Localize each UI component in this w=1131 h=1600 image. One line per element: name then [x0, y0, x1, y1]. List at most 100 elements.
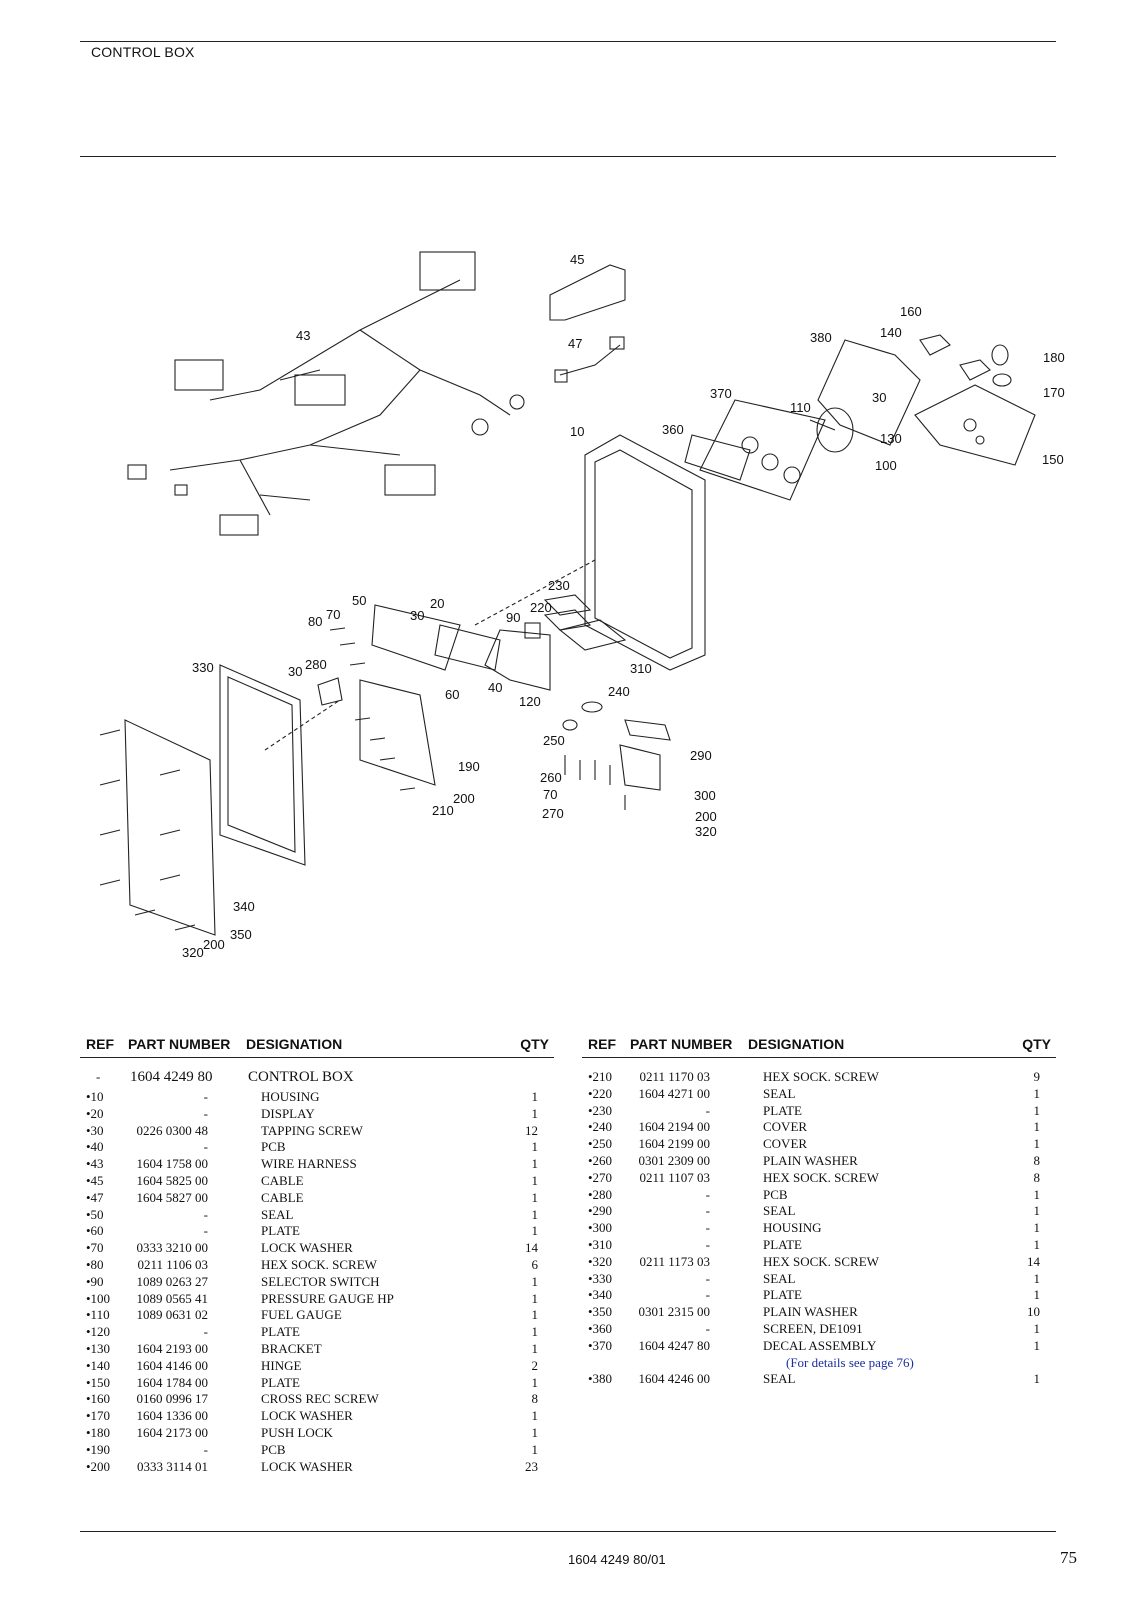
qty-cell: 14 — [1027, 1253, 1040, 1269]
part-number-cell: 0333 3114 01 — [136, 1458, 208, 1474]
qty-cell: 1 — [1033, 1203, 1041, 1219]
designation-cell: LOCK WASHER — [261, 1240, 353, 1256]
qty-cell: 1 — [531, 1341, 539, 1356]
designation-cell: PCB — [261, 1139, 286, 1155]
ref-cell: •40 — [86, 1139, 104, 1155]
part-number-cell: 1089 0565 41 — [136, 1290, 209, 1306]
qty-cell: 1 — [1033, 1102, 1041, 1118]
callout-label: 50 — [352, 593, 366, 608]
part-number-cell: 1604 4249 80 — [130, 1069, 213, 1085]
designation-cell: CABLE — [261, 1173, 304, 1188]
part-number-cell: 1604 4271 00 — [638, 1085, 711, 1101]
page-number: 75 — [1060, 1548, 1077, 1567]
callout-label: 230 — [548, 578, 570, 593]
designation-cell: TAPPING SCREW — [261, 1122, 363, 1138]
callout-label: 110 — [790, 400, 811, 415]
callout-label: 220 — [530, 600, 552, 615]
designation-cell: PLATE — [261, 1324, 300, 1340]
ref-cell: - — [96, 1069, 101, 1084]
qty-cell: 8 — [1033, 1169, 1041, 1185]
qty-cell: 1 — [1033, 1371, 1041, 1387]
part-number-cell: 0226 0300 48 — [136, 1122, 209, 1138]
parts-table-left: REF PART NUMBER DESIGNATION QTY - 1604 4… — [80, 1036, 556, 1496]
part-number-cell: - — [203, 1223, 208, 1239]
qty-cell: 1 — [531, 1206, 539, 1222]
part-number-cell: 1604 2173 00 — [136, 1425, 209, 1440]
callout-label: 30 — [410, 608, 424, 623]
callout-label: 370 — [710, 386, 732, 401]
part-number-cell: 1089 0631 02 — [136, 1307, 209, 1323]
section-title: CONTROL BOX — [91, 44, 195, 60]
part-number-cell: 1604 4247 80 — [638, 1337, 711, 1353]
callout-label: 100 — [875, 458, 897, 473]
qty-cell: 1 — [531, 1441, 539, 1457]
callout-label: 70 — [543, 787, 557, 802]
qty-cell: 2 — [531, 1357, 539, 1373]
qty-cell: 1 — [1033, 1337, 1041, 1353]
ref-cell: •330 — [588, 1270, 613, 1286]
callout-label: 43 — [296, 328, 310, 343]
designation-cell: SEAL — [763, 1371, 796, 1387]
ref-cell: •20 — [86, 1105, 104, 1121]
ref-cell: •250 — [588, 1136, 613, 1152]
callout-label: 160 — [900, 304, 922, 319]
part-number-cell: 1604 4146 00 — [136, 1357, 209, 1373]
part-number-cell: - — [705, 1287, 710, 1303]
part-number-cell: 0211 1170 03 — [639, 1069, 710, 1084]
qty-cell: 1 — [1033, 1119, 1041, 1135]
col-header-part-number: PART NUMBER — [630, 1036, 733, 1052]
part-number-cell: - — [203, 1206, 208, 1222]
ref-cell: •130 — [86, 1341, 111, 1356]
designation-cell: PLATE — [763, 1287, 802, 1303]
designation-cell: CROSS REC SCREW — [261, 1391, 379, 1407]
designation-cell: DECAL ASSEMBLY — [763, 1337, 877, 1353]
callout-label: 250 — [543, 733, 565, 748]
callout-label: 140 — [880, 325, 902, 340]
callout-label: 180 — [1043, 350, 1065, 365]
ref-cell: •10 — [86, 1089, 104, 1104]
callout-label: 260 — [540, 770, 562, 785]
qty-cell: 1 — [1033, 1085, 1041, 1101]
callout-label: 90 — [506, 610, 520, 625]
callout-label: 320 — [695, 824, 717, 839]
designation-cell: PLAIN WASHER — [763, 1304, 858, 1320]
callout-label: 30 — [872, 390, 886, 405]
ref-cell: •43 — [86, 1156, 104, 1172]
part-number-cell: - — [705, 1186, 710, 1202]
designation-cell: PCB — [763, 1186, 788, 1202]
part-number-cell: 0333 3210 00 — [136, 1240, 209, 1256]
qty-cell: 1 — [531, 1273, 539, 1289]
ref-cell: •45 — [86, 1173, 104, 1188]
callout-label: 45 — [570, 252, 584, 267]
qty-cell: 1 — [531, 1156, 539, 1172]
part-number-cell: 1604 1336 00 — [136, 1408, 209, 1424]
designation-cell: PLATE — [261, 1374, 300, 1390]
designation-cell: SCREEN, DE1091 — [763, 1321, 863, 1336]
part-number-cell: 0160 0996 17 — [136, 1391, 209, 1407]
qty-cell: 14 — [525, 1240, 538, 1256]
ref-cell: •260 — [588, 1153, 613, 1168]
col-header-qty: QTY — [520, 1036, 549, 1052]
part-number-cell: - — [203, 1105, 208, 1121]
ref-cell: •47 — [86, 1189, 104, 1205]
